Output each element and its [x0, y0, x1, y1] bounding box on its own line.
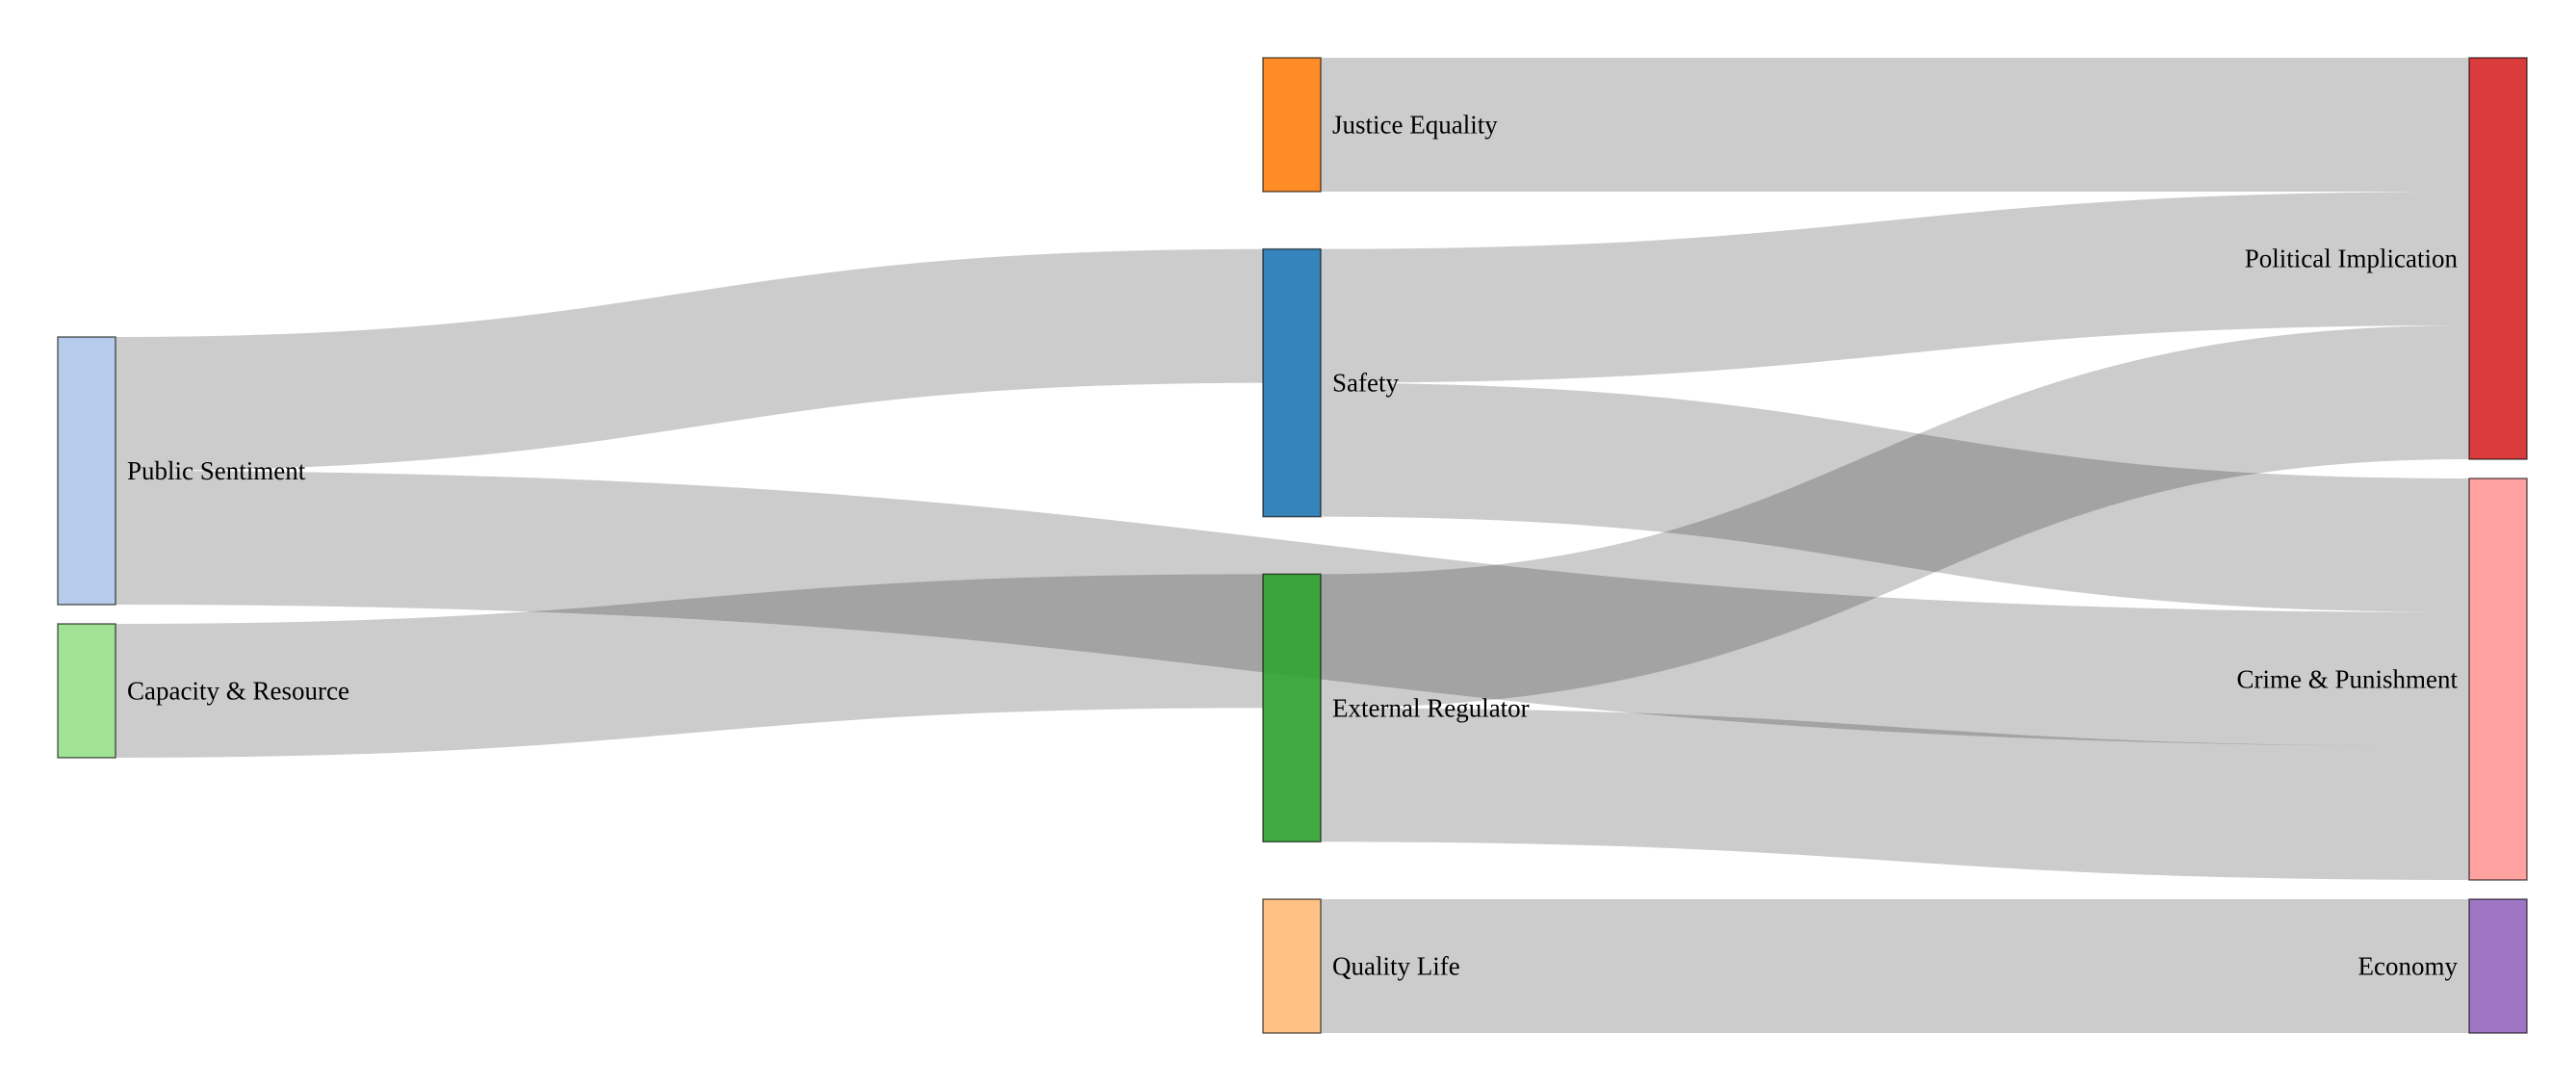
link-cr-er	[115, 574, 1264, 758]
node-sa	[1262, 247, 1322, 518]
node-label-er: External Regulator	[1332, 693, 1530, 722]
node-label-sa: Safety	[1332, 369, 1399, 398]
link-er-pi	[1320, 325, 2470, 709]
node-label-cr: Capacity & Resource	[127, 677, 349, 706]
node-ql	[1262, 898, 1322, 1034]
node-label-ql: Quality Life	[1332, 952, 1460, 981]
link-er-cp	[1320, 708, 2470, 880]
link-sa-pi	[1320, 192, 2470, 383]
node-label-ec: Economy	[2358, 952, 2459, 981]
link-ps-sa	[115, 248, 1264, 471]
nodes-layer	[57, 57, 2528, 1034]
node-rect-cr	[57, 623, 116, 759]
node-rect-ql	[1262, 898, 1322, 1034]
node-je	[1262, 57, 1322, 193]
node-rect-ec	[2468, 898, 2528, 1034]
node-ps	[57, 336, 116, 606]
node-label-pi: Political Implication	[2245, 245, 2459, 273]
node-pi	[2468, 57, 2528, 460]
node-label-ps: Public Sentiment	[127, 456, 306, 485]
link-sa-cp	[1320, 382, 2470, 612]
links-layer	[115, 57, 2470, 1034]
node-rect-ps	[57, 336, 116, 606]
node-rect-je	[1262, 57, 1322, 193]
node-rect-pi	[2468, 57, 2528, 460]
node-er	[1262, 573, 1322, 843]
node-label-cp: Crime & Punishment	[2237, 665, 2459, 694]
node-cp	[2468, 478, 2528, 881]
node-ec	[2468, 898, 2528, 1034]
node-rect-sa	[1262, 247, 1322, 518]
node-label-je: Justice Equality	[1332, 111, 1498, 140]
node-rect-cp	[2468, 478, 2528, 881]
node-rect-er	[1262, 573, 1322, 843]
node-cr	[57, 623, 116, 759]
